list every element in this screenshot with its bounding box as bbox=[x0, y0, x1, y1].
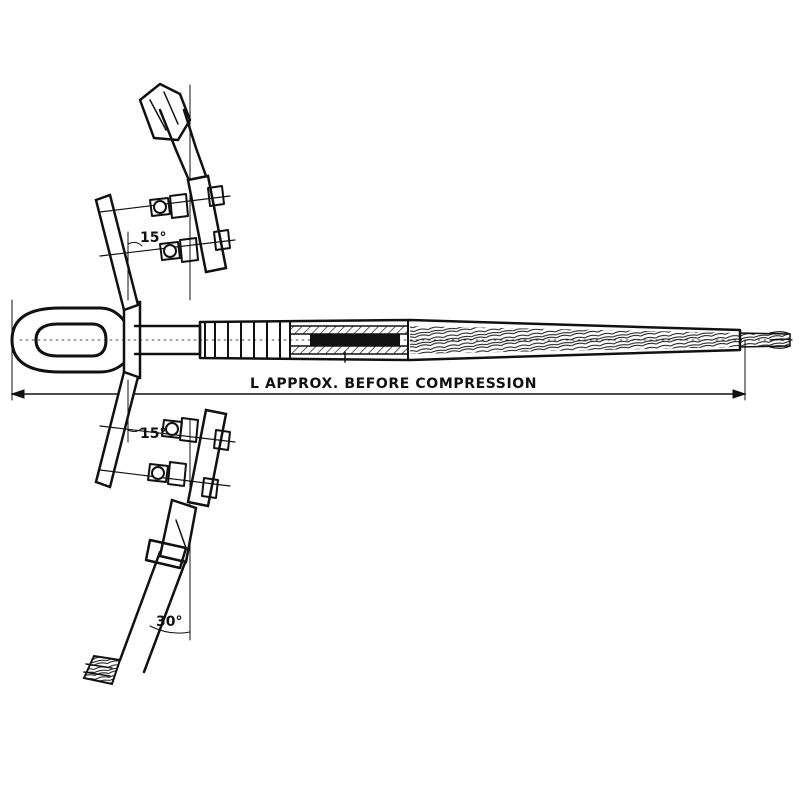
length-dimension: L APPROX. BEFORE COMPRESSION bbox=[10, 374, 747, 399]
upper-jumper: 15° bbox=[94, 82, 236, 312]
lower-angle-label: 15° bbox=[140, 426, 166, 442]
lower-bolt-2 bbox=[99, 461, 231, 499]
jumper-pad bbox=[122, 300, 142, 380]
lower-bolt-1 bbox=[99, 417, 236, 451]
reference-lines bbox=[11, 84, 746, 641]
upper-bolt-2 bbox=[99, 229, 236, 263]
lower-jumper: 15° bbox=[94, 370, 236, 508]
lower-conductor-angle-label: 30° bbox=[156, 614, 182, 630]
lower-conductor: 30° bbox=[82, 498, 198, 686]
dimension-label: L APPROX. BEFORE COMPRESSION bbox=[250, 376, 537, 392]
upper-bolt-1 bbox=[99, 185, 231, 219]
eye-terminal bbox=[10, 306, 137, 374]
upper-angle-label: 15° bbox=[140, 230, 166, 246]
compression-body bbox=[19, 318, 793, 363]
